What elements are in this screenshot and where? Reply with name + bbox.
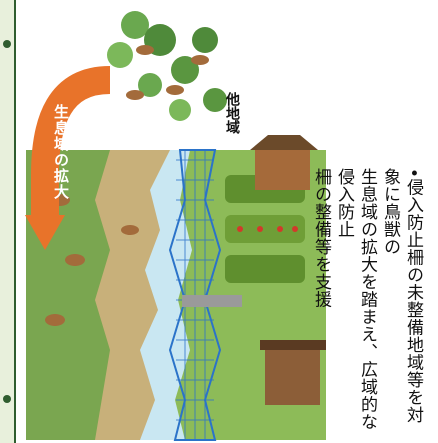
other-area-forest	[107, 11, 227, 121]
fence	[168, 149, 222, 441]
bullet-dot	[3, 40, 11, 48]
crop-rows	[225, 175, 305, 283]
house	[250, 135, 318, 190]
description-line: •侵入防止柵の未整備地域等を対象に鳥獣の	[380, 168, 423, 424]
farm-scene	[26, 135, 326, 441]
deer-group	[45, 194, 139, 326]
left-border-strip	[0, 0, 16, 443]
road	[182, 295, 242, 307]
house	[260, 340, 326, 405]
bullet-dot	[3, 395, 11, 403]
description-text: •侵入防止柵の未整備地域等を対象に鳥獣の 生息域の拡大を踏まえ、広域的な侵入防止…	[311, 168, 424, 438]
arrow-label: 生息域の拡大	[52, 104, 70, 200]
other-area-label: 他地域	[224, 92, 240, 134]
deer-group	[126, 45, 209, 100]
description-line: 生息域の拡大を踏まえ、広域的な侵入防止	[334, 168, 377, 431]
description-line: 柵の整備等を支援	[311, 168, 331, 308]
habitat-expansion-arrow	[25, 66, 111, 250]
